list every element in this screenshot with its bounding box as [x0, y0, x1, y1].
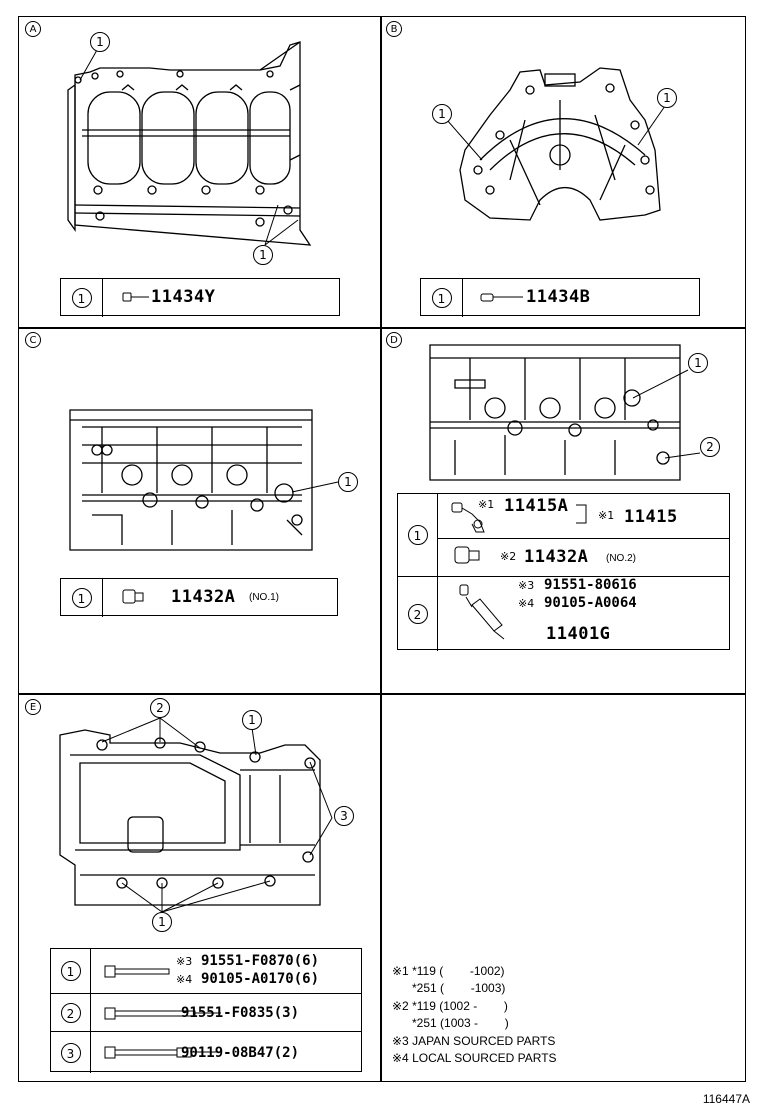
- note-line-4: *251 (1003 - ): [392, 1016, 509, 1030]
- panel-divider-vertical: [380, 16, 382, 1082]
- callout-2-e: 2: [150, 698, 170, 718]
- part-number-91551-f0835: 91551-F0835(3): [181, 1005, 300, 1021]
- row-number: 1: [407, 525, 428, 545]
- oil-pan-drawing: [59, 729, 321, 906]
- part-number-90105-a0170: 90105-A0170(6): [201, 971, 320, 987]
- ref-table-d: 1 ※1 11415A ※1 11415 ※2 11432A (NO.2) 2 …: [397, 493, 730, 651]
- bolt-icon: [104, 965, 170, 978]
- leader-lines-b: [446, 105, 666, 161]
- note-line-5: ※3 JAPAN SOURCED PARTS: [392, 1034, 556, 1048]
- table-row: 3 90119-08B47(2): [51, 1031, 361, 1073]
- mark-4: ※4: [518, 597, 535, 610]
- mark-2: ※2: [500, 550, 517, 563]
- knock-sensor-icon: [459, 584, 505, 640]
- callout-1-b-right: 1: [657, 88, 677, 108]
- row-number: 3: [60, 1042, 81, 1063]
- part-note: (NO.1): [249, 592, 279, 603]
- panel-divider-cd-e: [18, 693, 746, 695]
- ref-table-b: 1 11434B: [420, 278, 700, 317]
- row-number: 1: [431, 288, 452, 308]
- row-number-cell: 2: [51, 994, 91, 1031]
- row-number-cell: 1: [61, 579, 103, 617]
- row-number-cell: 1: [398, 494, 438, 576]
- panel-divider-ab-c: [18, 327, 746, 329]
- row-number-cell: 2: [398, 577, 438, 651]
- mark-3: ※3: [176, 955, 193, 968]
- figure-id: 116447A: [702, 1092, 750, 1106]
- callout-1-e-top: 1: [242, 710, 262, 730]
- leader-lines-e: [101, 717, 333, 913]
- part-number-11415: 11415: [624, 507, 678, 527]
- table-row: 2 91551-F0835(3): [51, 993, 361, 1031]
- leader-lines-c: [291, 481, 339, 493]
- table-row: 1 11434Y: [61, 279, 339, 317]
- plug-icon: [122, 589, 144, 604]
- table-row: 1 ※3 91551-F0870(6) ※4 90105-A0170(6): [51, 949, 361, 993]
- mark-4: ※4: [176, 973, 193, 986]
- leader-lines-a: [79, 49, 299, 246]
- cylinder-block-drawing-c: [69, 409, 313, 551]
- part-number-91551-f0870: 91551-F0870(6): [201, 953, 320, 969]
- row-number: 2: [60, 1002, 81, 1023]
- callout-3-e: 3: [334, 806, 354, 826]
- callout-1-d: 1: [688, 353, 708, 373]
- sub-row-divider: [438, 538, 729, 539]
- cylinder-block-drawing-b: [459, 67, 661, 221]
- note-line-3: ※2 *119 (1002 - ): [392, 999, 508, 1013]
- panel-letter-e: E: [25, 699, 41, 715]
- bolt-icon: [104, 1046, 221, 1059]
- part-number-91551: 91551-80616: [544, 577, 637, 593]
- pin-icon: [480, 293, 523, 302]
- panel-letter-b: B: [386, 21, 402, 37]
- ref-table-e: 1 ※3 91551-F0870(6) ※4 90105-A0170(6) 2 …: [50, 948, 362, 1073]
- row-number: 1: [71, 288, 92, 308]
- mark-1: ※1: [478, 498, 495, 511]
- mark-3: ※3: [518, 579, 535, 592]
- callout-2-d: 2: [700, 437, 720, 457]
- cylinder-block-drawing-d: [429, 344, 681, 481]
- note-line-2: *251 ( -1003): [392, 981, 506, 995]
- note-line-6: ※4 LOCAL SOURCED PARTS: [392, 1051, 557, 1065]
- part-number-90119-08b47: 90119-08B47(2): [181, 1045, 300, 1061]
- sensor-icon: [451, 502, 485, 533]
- pin-icon: [122, 292, 149, 302]
- leader-lines-d: [632, 369, 701, 459]
- table-row: 1 ※1 11415A ※1 11415 ※2 11432A (NO.2): [398, 494, 729, 576]
- row-number: 1: [71, 588, 92, 608]
- table-row: 2 ※3 91551-80616 ※4 90105-A0064 11401G: [398, 576, 729, 651]
- callout-1-e-bottom: 1: [152, 912, 172, 932]
- callout-1-c: 1: [338, 472, 358, 492]
- part-number-11401g: 11401G: [546, 624, 611, 644]
- part-number: 11434Y: [151, 287, 216, 307]
- ref-table-a: 1 11434Y: [60, 278, 340, 317]
- mark-1b: ※1: [598, 509, 615, 522]
- panel-letter-c: C: [25, 332, 41, 348]
- row-number-cell: 1: [51, 949, 91, 993]
- part-number: 11432A: [171, 587, 236, 607]
- part-number: 11434B: [526, 287, 591, 307]
- diagram-frame: [18, 16, 746, 1082]
- row-number-cell: 1: [61, 279, 103, 317]
- part-number-11432a: 11432A: [524, 547, 589, 567]
- callout-1-a-bottom: 1: [253, 245, 273, 265]
- panel-letter-a: A: [25, 21, 41, 37]
- plug-icon: [454, 546, 480, 564]
- callout-1-b-left: 1: [432, 104, 452, 124]
- part-number-11415a: 11415A: [504, 496, 569, 516]
- row-number: 1: [60, 961, 81, 981]
- bolt-icon: [104, 1007, 221, 1020]
- ref-table-c: 1 11432A (NO.1): [60, 578, 338, 617]
- row-number-cell: 1: [421, 279, 463, 317]
- row-number: 2: [407, 604, 428, 624]
- cylinder-block-drawing-a: [67, 41, 312, 246]
- note-line-1: ※1 *119 ( -1002): [392, 964, 505, 978]
- row-number-cell: 3: [51, 1032, 91, 1073]
- bracket-line: [576, 504, 587, 524]
- part-number-90105: 90105-A0064: [544, 595, 637, 611]
- table-row: 1 11434B: [421, 279, 699, 317]
- panel-letter-d: D: [386, 332, 402, 348]
- part-note: (NO.2): [606, 553, 636, 564]
- callout-1-a-top: 1: [90, 32, 110, 52]
- table-row: 1 11432A (NO.1): [61, 579, 337, 617]
